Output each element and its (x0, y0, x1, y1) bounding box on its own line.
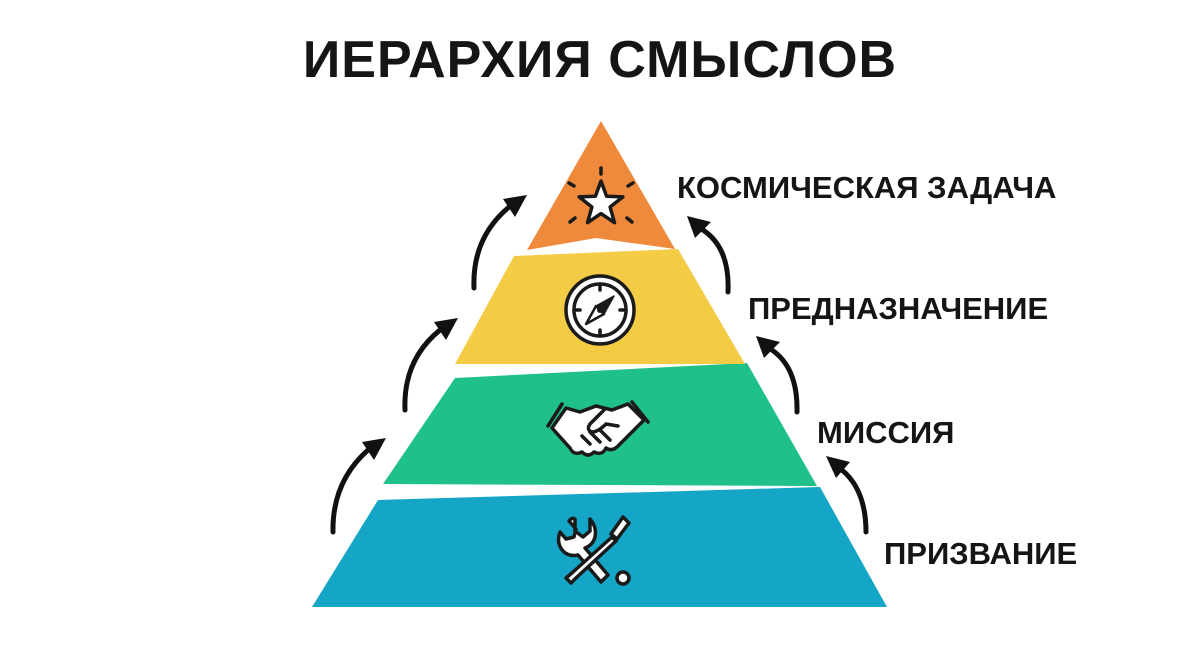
tools-icon (556, 515, 631, 586)
handshake-icon (546, 400, 650, 457)
arrow-right-3 (687, 216, 731, 295)
label-calling: ПРИЗВАНИЕ (884, 536, 1077, 571)
compass-icon (564, 274, 636, 346)
page-title: ИЕРАРХИЯ СМЫСЛОВ (302, 31, 898, 89)
arrow-right-1 (826, 456, 869, 535)
arrow-left-1 (330, 438, 386, 535)
arrow-right-2 (756, 336, 800, 415)
star-icon (567, 166, 635, 225)
arrow-left-2 (402, 318, 458, 413)
arrow-left-3 (471, 195, 527, 291)
label-purpose: ПРЕДНАЗНАЧЕНИЕ (748, 291, 1048, 326)
label-mission: МИССИЯ (817, 415, 954, 450)
label-cosmic-task: КОСМИЧЕСКАЯ ЗАДАЧА (677, 170, 1056, 205)
